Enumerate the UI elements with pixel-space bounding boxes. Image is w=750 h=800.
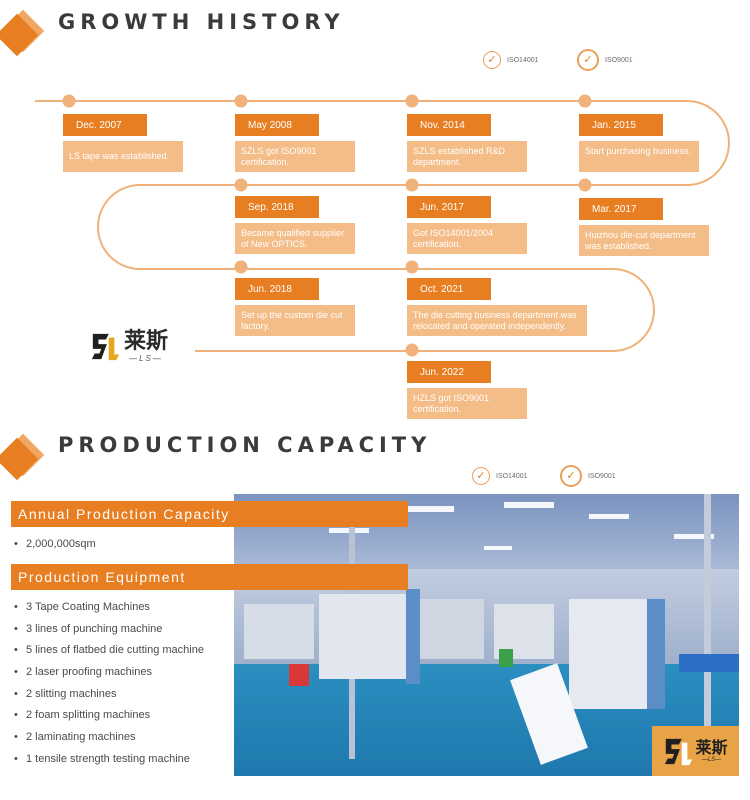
list-item: •2 laser proofing machines — [14, 666, 152, 679]
logo-mark-icon — [665, 738, 693, 766]
milestone-date: Jun. 2022 — [407, 361, 491, 383]
timeline-dot — [578, 178, 592, 192]
cert-label: ISO9001 — [605, 56, 633, 64]
list-item: •2 slitting machines — [14, 687, 117, 700]
milestone-text: Became qualified supplier of New OPTICS. — [235, 223, 355, 254]
list-item: •2,000,000sqm — [14, 538, 96, 550]
timeline-dot — [405, 343, 419, 357]
logo-mark-icon — [91, 333, 120, 361]
equipment-list: •3 Tape Coating Machines •3 lines of pun… — [14, 597, 204, 771]
annual-capacity-heading: Annual Production Capacity — [11, 501, 408, 527]
list-item: •5 lines of flatbed die cutting machine — [14, 644, 204, 657]
timeline-dot — [234, 260, 248, 274]
list-item: •3 lines of punching machine — [14, 622, 163, 635]
cert-iso9001: ✓ ISO9001 — [577, 49, 633, 71]
milestone-date: Jun. 2017 — [407, 196, 491, 218]
milestone-date: Oct. 2021 — [407, 278, 491, 300]
cert-iso14001: ✓ ISO14001 — [472, 467, 528, 485]
milestone-date: Nov. 2014 — [407, 114, 491, 136]
milestone-date: Jun. 2018 — [235, 278, 319, 300]
milestone-text: HZLS got ISO9001 certification. — [407, 388, 527, 419]
milestone-text: Start purchasing business. — [579, 141, 699, 172]
growth-history-title: GROWTH HISTORY — [58, 10, 345, 34]
check-icon: ✓ — [560, 465, 582, 487]
timeline-dot — [234, 178, 248, 192]
photo-logo: 莱斯 —LS— — [652, 726, 739, 776]
cert-label: ISO14001 — [507, 56, 539, 64]
company-logo: 莱斯 —LS— — [90, 329, 168, 363]
milestone-text: Got ISO14001/2004 certification. — [407, 223, 527, 254]
list-item: •1 tensile strength testing machine — [14, 752, 190, 765]
milestone-date: Sep. 2018 — [235, 196, 319, 218]
milestone-date: Jan. 2015 — [579, 114, 663, 136]
logo-chinese-text: 莱斯 — [124, 328, 169, 354]
equipment-heading: Production Equipment — [11, 564, 408, 590]
logo-latin-text: —LS— — [701, 757, 722, 763]
milestone-text: SZLS got ISO9001 certification. — [235, 141, 355, 172]
cert-label: ISO14001 — [496, 472, 528, 480]
check-icon: ✓ — [577, 49, 599, 71]
annual-capacity-list: •2,000,000sqm — [14, 534, 96, 556]
timeline-dot — [405, 94, 419, 108]
list-item: •2 foam splitting machines — [14, 709, 151, 722]
cert-iso14001: ✓ ISO14001 — [483, 51, 539, 69]
cert-iso9001: ✓ ISO9001 — [560, 465, 616, 487]
milestone-date: Dec. 2007 — [63, 114, 147, 136]
timeline-dot — [405, 178, 419, 192]
timeline-dot — [405, 260, 419, 274]
cert-label: ISO9001 — [588, 472, 616, 480]
milestone-date: May 2008 — [235, 114, 319, 136]
milestone-text: LS tape was established. — [63, 141, 183, 172]
milestone-text: The die cutting business department was … — [407, 305, 587, 336]
logo-latin-text: —LS— — [129, 353, 163, 363]
list-item: •3 Tape Coating Machines — [14, 601, 150, 613]
timeline-dot — [578, 94, 592, 108]
milestone-date: Mar. 2017 — [579, 198, 663, 220]
milestone-text: Set up the custom die cut factory. — [235, 305, 355, 336]
factory-photo: 莱斯 —LS— — [234, 494, 739, 776]
milestone-text: Huizhou die-cut department was establish… — [579, 225, 709, 256]
logo-chinese-text: 莱斯 — [695, 738, 728, 757]
check-icon: ✓ — [472, 467, 490, 485]
timeline-dot — [234, 94, 248, 108]
production-capacity-title: PRODUCTION CAPACITY — [58, 433, 432, 457]
milestone-text: SZLS established R&D department. — [407, 141, 527, 172]
timeline-dot — [62, 94, 76, 108]
list-item: •2 laminating machines — [14, 731, 136, 744]
timeline-path — [35, 100, 730, 352]
check-icon: ✓ — [483, 51, 501, 69]
